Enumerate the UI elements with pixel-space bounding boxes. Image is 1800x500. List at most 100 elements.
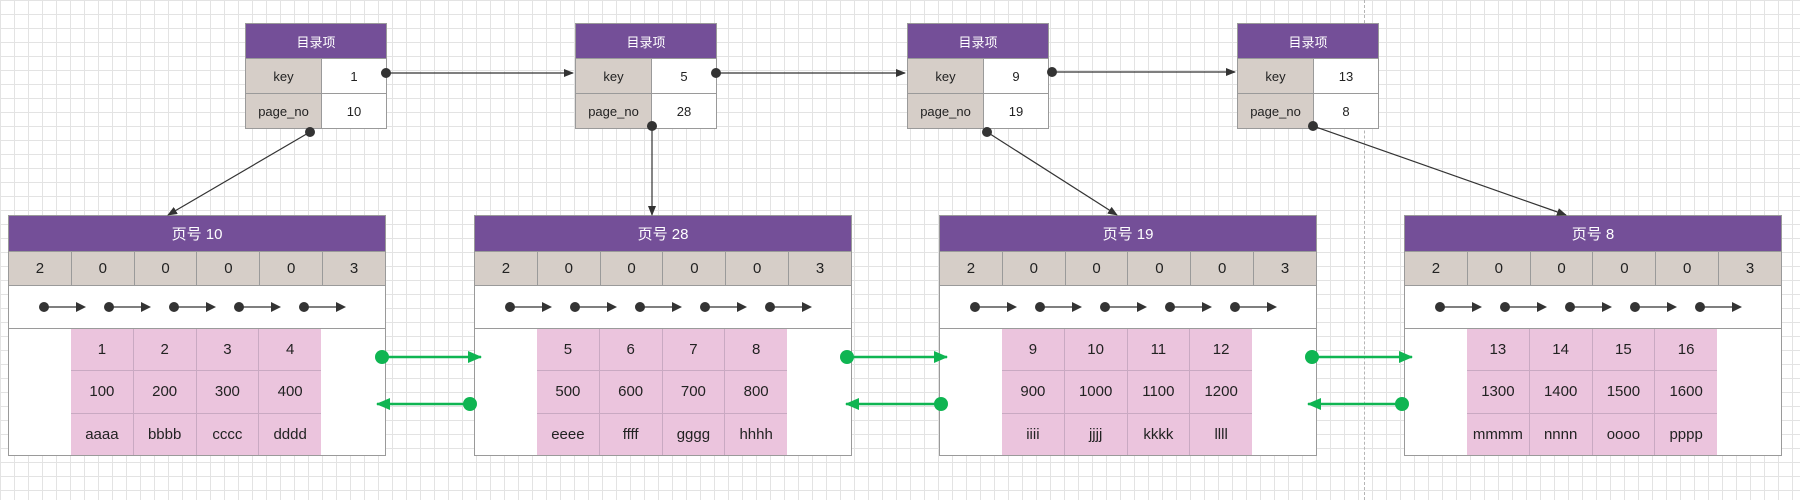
header-cell: 0	[601, 252, 664, 285]
record-link-arrowhead	[141, 302, 151, 312]
record-text: nnnn	[1529, 413, 1592, 455]
header-cell: 0	[663, 252, 727, 285]
record-text: hhhh	[725, 413, 787, 455]
record-link-arrowhead	[1267, 302, 1277, 312]
directory-entry-title: 目录项	[246, 24, 386, 58]
data-page-10: 页号 10 2 0 0 0 0 3 1 100 aaaa 2 200 bbbb …	[8, 215, 386, 456]
header-cell: 0	[1531, 252, 1594, 285]
record-column: 1 100 aaaa	[71, 329, 134, 455]
record-key: 6	[599, 329, 662, 372]
page-pointer-arrow	[986, 131, 1118, 216]
record-link-arrowhead	[1072, 302, 1082, 312]
record-value: 1500	[1592, 371, 1655, 414]
record-link-arrowhead	[1732, 302, 1742, 312]
directory-entry-2: 目录项 key 5 page_no 28	[575, 23, 717, 129]
record-link-arrowhead	[672, 302, 682, 312]
header-cell: 2	[475, 252, 538, 285]
header-cell: 0	[1003, 252, 1066, 285]
record-link-arrowhead	[1007, 302, 1017, 312]
record-link-list	[1405, 285, 1781, 328]
record-column: 6 600 ffff	[599, 329, 663, 455]
record-area: 5 500 eeee 6 600 ffff 7 700 gggg 8 800 h…	[475, 328, 851, 455]
record-key: 3	[196, 329, 259, 372]
record-link-arrowhead	[1602, 302, 1612, 312]
directory-entry-1: 目录项 key 1 page_no 10	[245, 23, 387, 129]
page-no-value: 19	[984, 94, 1048, 128]
linked-list-chain-icon	[970, 302, 1277, 312]
record-key: 10	[1064, 329, 1127, 372]
page-title: 页号 10	[9, 216, 385, 251]
record-value: 1200	[1190, 371, 1252, 414]
page-no-value: 8	[1314, 94, 1378, 128]
record-link-arrowhead	[271, 302, 281, 312]
record-value: 1400	[1529, 371, 1592, 414]
page-title: 页号 28	[475, 216, 851, 251]
record-key: 5	[537, 329, 599, 372]
record-text: kkkk	[1127, 413, 1190, 455]
key-value: 9	[984, 59, 1048, 93]
record-link-arrowhead	[607, 302, 617, 312]
record-link-list	[475, 285, 851, 328]
record-column: 8 800 hhhh	[725, 329, 787, 455]
record-area: 13 1300 mmmm 14 1400 nnnn 15 1500 oooo 1…	[1405, 328, 1781, 455]
record-column: 15 1500 oooo	[1592, 329, 1656, 455]
divider-dashed-line	[1364, 0, 1365, 500]
record-key: 16	[1655, 329, 1717, 372]
record-text: oooo	[1592, 413, 1655, 455]
record-link-list	[940, 285, 1316, 328]
header-cell: 0	[135, 252, 198, 285]
linked-list-chain-icon	[1435, 302, 1742, 312]
header-cell: 0	[1593, 252, 1657, 285]
record-link-arrowhead	[737, 302, 747, 312]
record-text: mmmm	[1467, 413, 1529, 455]
directory-entry-title: 目录项	[908, 24, 1048, 58]
record-text: aaaa	[71, 413, 133, 455]
header-cell: 2	[940, 252, 1003, 285]
page-no-label: page_no	[908, 94, 984, 128]
record-key: 13	[1467, 329, 1529, 372]
header-cell: 0	[538, 252, 601, 285]
linked-list-chain-icon	[39, 302, 346, 312]
record-key: 1	[71, 329, 133, 372]
record-value: 200	[133, 371, 196, 414]
header-cell: 0	[1128, 252, 1192, 285]
record-value: 100	[71, 371, 133, 414]
record-text: eeee	[537, 413, 599, 455]
record-link-arrowhead	[1137, 302, 1147, 312]
record-column: 7 700 gggg	[662, 329, 726, 455]
record-column: 16 1600 pppp	[1655, 329, 1717, 455]
record-link-arrowhead	[1537, 302, 1547, 312]
record-value: 500	[537, 371, 599, 414]
record-link-arrowhead	[1667, 302, 1677, 312]
record-key: 15	[1592, 329, 1655, 372]
page-header-row: 2 0 0 0 0 3	[9, 251, 385, 285]
record-value: 400	[259, 371, 321, 414]
data-page-8: 页号 8 2 0 0 0 0 3 13 1300 mmmm 14 1400 nn…	[1404, 215, 1782, 456]
header-cell: 0	[72, 252, 135, 285]
record-link-list	[9, 285, 385, 328]
record-key: 9	[1002, 329, 1064, 372]
record-value: 900	[1002, 371, 1064, 414]
header-cell: 2	[9, 252, 72, 285]
key-label: key	[1238, 59, 1314, 93]
header-cell: 3	[1745, 260, 1755, 277]
record-key: 4	[259, 329, 321, 372]
key-label: key	[908, 59, 984, 93]
record-column: 10 1000 jjjj	[1064, 329, 1128, 455]
page-title: 页号 8	[1405, 216, 1781, 251]
directory-entry-3: 目录项 key 9 page_no 19	[907, 23, 1049, 129]
record-link-arrowhead	[802, 302, 812, 312]
record-link-arrowhead	[336, 302, 346, 312]
key-label: key	[576, 59, 652, 93]
record-key: 12	[1190, 329, 1252, 372]
page-pointer-arrow	[167, 131, 311, 216]
record-column: 4 400 dddd	[259, 329, 321, 455]
page-header-row: 2 0 0 0 0 3	[940, 251, 1316, 285]
header-cell: 0	[1656, 252, 1720, 285]
record-key: 2	[133, 329, 196, 372]
record-column: 5 500 eeee	[537, 329, 600, 455]
record-value: 1000	[1064, 371, 1127, 414]
data-page-19: 页号 19 2 0 0 0 0 3 9 900 iiii 10 1000 jjj…	[939, 215, 1317, 456]
record-text: llll	[1190, 413, 1252, 455]
record-value: 1300	[1467, 371, 1529, 414]
